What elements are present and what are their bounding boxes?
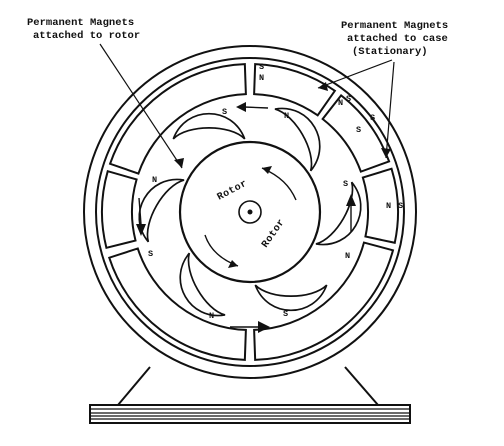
- pole-label: N: [152, 175, 157, 185]
- stator-magnet-segment: [321, 93, 391, 173]
- annotation-line: Permanent Magnets: [341, 20, 448, 32]
- stator-magnet-segment: [101, 169, 138, 250]
- stator-magnet-segment: [107, 247, 247, 361]
- annotation-line: attached to case: [347, 33, 448, 45]
- pole-label: S: [148, 249, 153, 259]
- stator-magnet-segment: [253, 63, 337, 117]
- motor-case: [83, 45, 417, 379]
- pole-label: S: [370, 113, 375, 123]
- rotor-magnets-annotation: Permanent Magnets attached to rotor: [27, 17, 184, 169]
- annotation-line: Permanent Magnets: [27, 17, 134, 29]
- annotation-line: attached to rotor: [33, 30, 140, 42]
- stator-magnet-ring: [101, 63, 399, 361]
- rotor-body: [178, 140, 322, 284]
- stator-magnet-segment: [361, 167, 399, 244]
- pole-label: N: [338, 98, 343, 108]
- annotation-line: (Stationary): [352, 46, 428, 58]
- pole-label: S: [346, 94, 351, 104]
- pole-label: S: [343, 179, 348, 189]
- pole-label: S: [283, 309, 288, 319]
- rotation-arrows: [136, 102, 356, 333]
- pole-labels: S N N S S S N S S N N S S N N S: [148, 62, 403, 321]
- rotor-crescent-magnet: [254, 284, 328, 312]
- case-magnets-annotation: Permanent Magnets attached to case (Stat…: [317, 20, 448, 159]
- motor-base: [89, 366, 411, 424]
- pole-label: S: [259, 62, 264, 72]
- pole-label: N: [345, 251, 350, 261]
- pole-label: S: [398, 201, 403, 211]
- pole-label: N: [209, 311, 214, 321]
- pole-label: N: [386, 201, 391, 211]
- stator-magnet-segment: [108, 63, 247, 175]
- rotor-crescent-magnet: [172, 112, 246, 140]
- stator-magnet-segment: [253, 241, 395, 361]
- pole-label: N: [284, 111, 289, 121]
- pole-label: N: [259, 73, 264, 83]
- pole-label: S: [356, 125, 361, 135]
- pole-label: S: [222, 107, 227, 117]
